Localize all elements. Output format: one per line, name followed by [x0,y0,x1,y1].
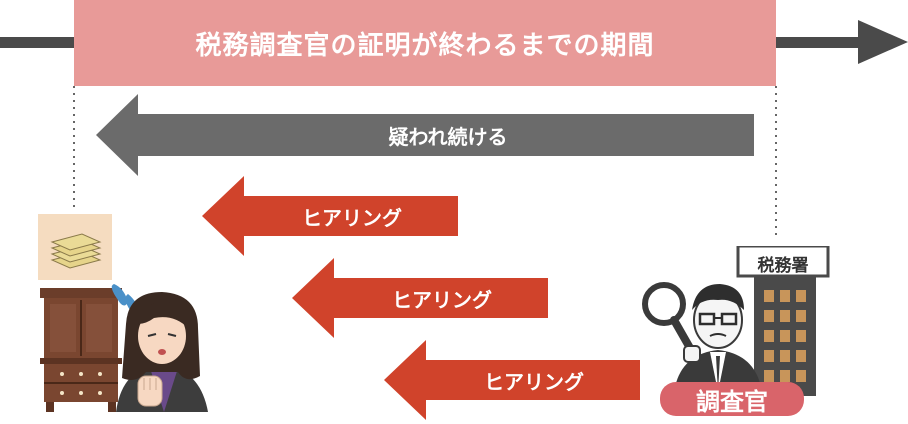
hearing-arrow-label-3: ヒアリング [484,369,584,394]
inspector-badge: 調査官 [660,382,804,416]
inspector-icon [642,282,762,392]
period-banner: 税務調査官の証明が終わるまでの期間 [74,0,776,86]
doubt-arrow-label: 疑われ続ける [388,124,508,149]
worried-woman-icon [111,284,208,412]
hearing-arrow-shape-3 [384,340,640,420]
hearing-arrow-label-2: ヒアリング [392,287,492,312]
money-stack-icon [38,214,112,280]
tax-office-building-icon [736,246,830,396]
tax-office-sign: 税務署 [757,256,809,276]
doubt-arrow-shape [96,94,754,176]
hearing-arrow-shape-1 [202,176,458,256]
hearing-arrow-label-1: ヒアリング [302,205,402,230]
hearing-arrow-shape-2 [292,258,548,338]
wardrobe-icon [40,288,122,412]
